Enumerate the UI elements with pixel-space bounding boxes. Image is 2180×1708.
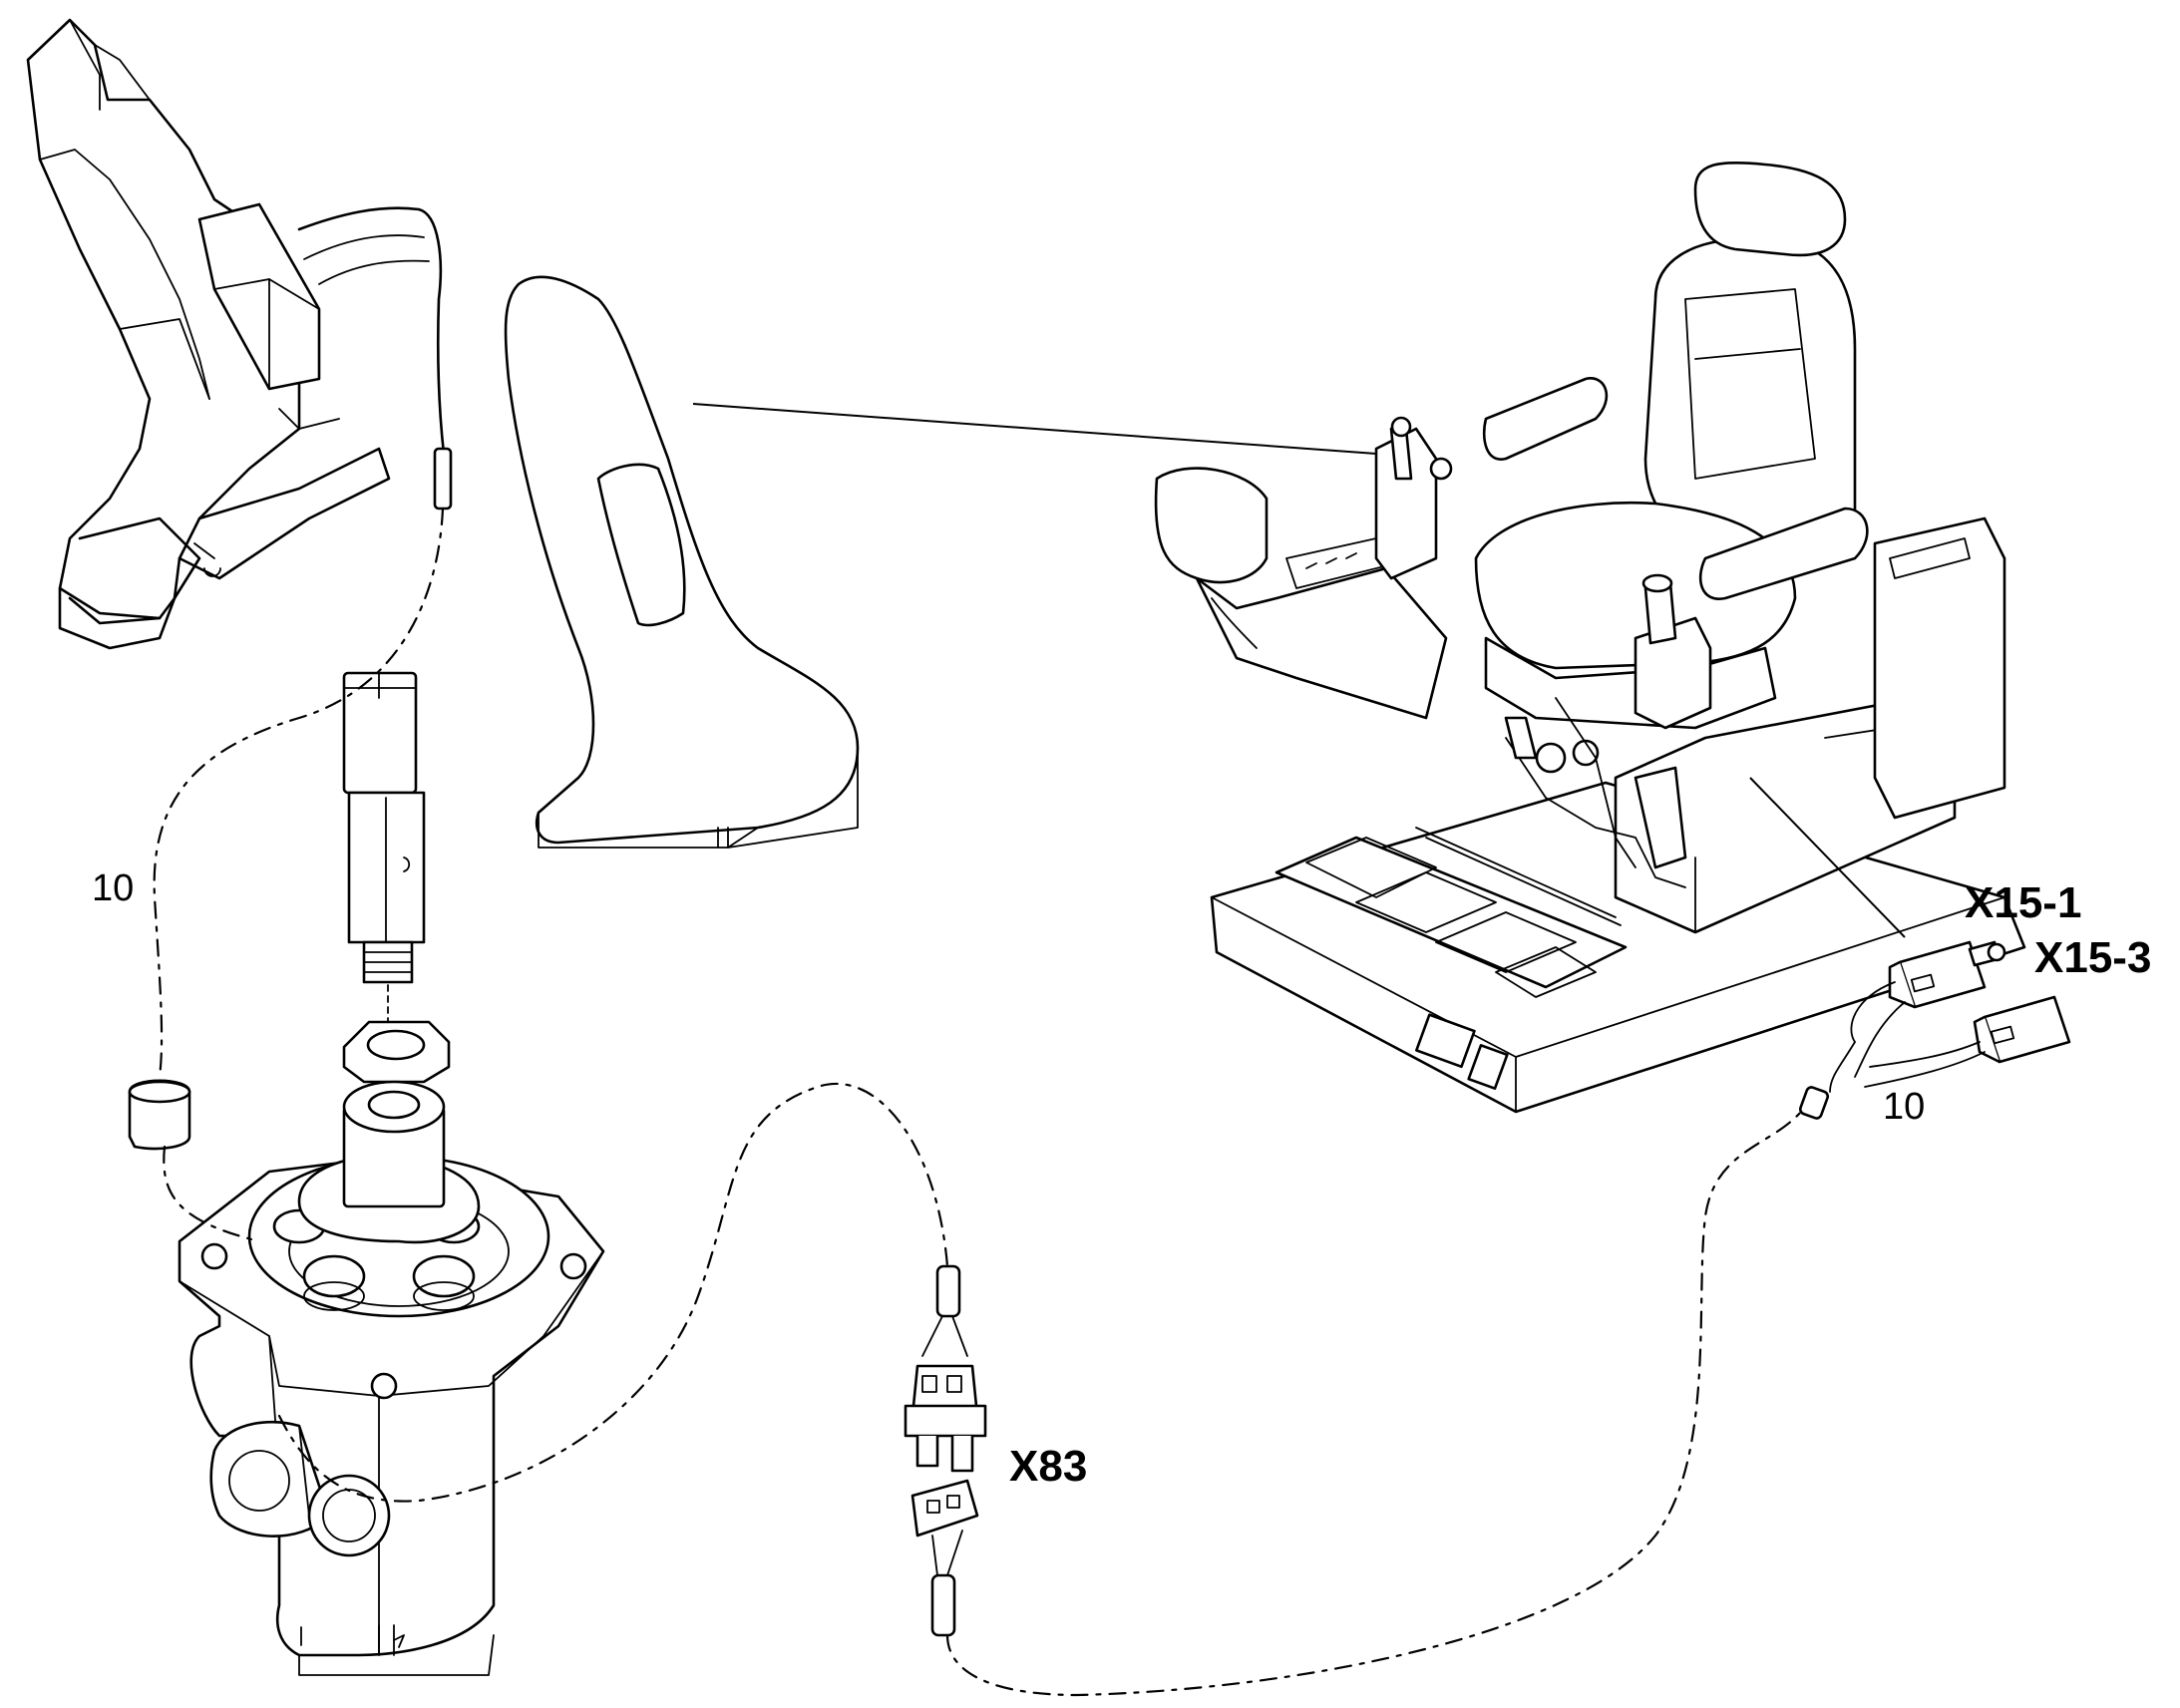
armrest-pad <box>504 275 1377 849</box>
label-item-10-left: 10 <box>92 867 134 909</box>
console-housing <box>26 18 453 650</box>
operator-seat-assembly <box>1154 161 2026 1114</box>
label-item-10-right: 10 <box>1883 1086 1925 1128</box>
pilot-control-valve <box>128 671 605 1676</box>
label-x15-3: X15-3 <box>2034 933 2151 982</box>
connector-x15 <box>1798 940 2071 1120</box>
label-x15-1: X15-1 <box>1965 878 2081 927</box>
connector-x83 <box>904 1264 987 1637</box>
label-x83: X83 <box>1009 1442 1087 1491</box>
labels: X15-1 X15-3 X83 10 10 <box>92 867 2151 1491</box>
cable-harness <box>153 507 1807 1697</box>
